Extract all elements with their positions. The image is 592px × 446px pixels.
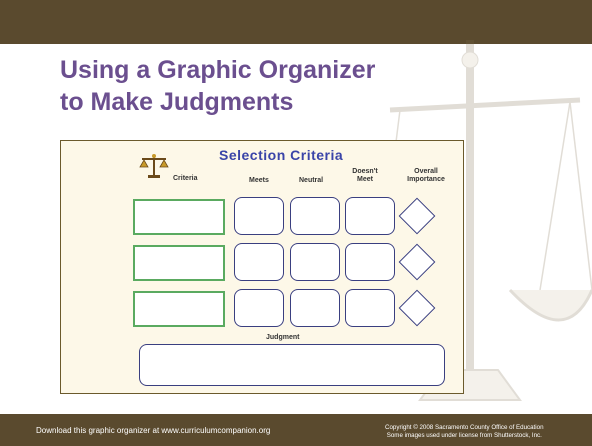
doesnt-meet-box-2 bbox=[345, 243, 395, 281]
overall-importance-column-label: Overall Importance bbox=[407, 168, 445, 183]
meets-box-2 bbox=[234, 243, 284, 281]
graphic-organizer: Selection Criteria Criteria Meets Neutra… bbox=[60, 140, 464, 394]
scales-of-justice-icon bbox=[139, 154, 169, 178]
doesnt-meet-box-1 bbox=[345, 197, 395, 235]
neutral-column-label: Neutral bbox=[299, 177, 324, 184]
judgment-label: Judgment bbox=[266, 334, 300, 341]
organizer-title: Selection Criteria bbox=[219, 147, 344, 163]
criteria-box-3 bbox=[133, 291, 225, 327]
criteria-box-1 bbox=[133, 199, 225, 235]
download-link-text: Download this graphic organizer at www.c… bbox=[36, 426, 271, 435]
meets-box-1 bbox=[234, 197, 284, 235]
title-line-1: Using a Graphic Organizer bbox=[60, 56, 376, 84]
image-license-line: Some images used under license from Shut… bbox=[386, 432, 542, 439]
importance-diamond-2 bbox=[398, 243, 436, 281]
importance-diamond-1 bbox=[398, 197, 436, 235]
slide-title: Using a Graphic Organizer to Make Judgme… bbox=[60, 54, 375, 118]
title-line-2: to Make Judgments bbox=[60, 88, 294, 116]
criteria-box-2 bbox=[133, 245, 225, 281]
judgment-box bbox=[139, 344, 445, 386]
neutral-box-2 bbox=[290, 243, 340, 281]
doesnt-meet-box-3 bbox=[345, 289, 395, 327]
copyright-notice: Copyright © 2008 Sacramento County Offic… bbox=[385, 424, 544, 440]
bottom-bar bbox=[0, 414, 592, 446]
neutral-box-3 bbox=[290, 289, 340, 327]
top-bar bbox=[0, 0, 592, 44]
meets-box-3 bbox=[234, 289, 284, 327]
doesnt-meet-column-label: Doesn't Meet bbox=[352, 168, 378, 183]
meets-column-label: Meets bbox=[249, 177, 269, 184]
criteria-column-label: Criteria bbox=[173, 175, 198, 182]
importance-diamond-3 bbox=[398, 289, 436, 327]
copyright-line: Copyright © 2008 Sacramento County Offic… bbox=[385, 424, 544, 431]
neutral-box-1 bbox=[290, 197, 340, 235]
